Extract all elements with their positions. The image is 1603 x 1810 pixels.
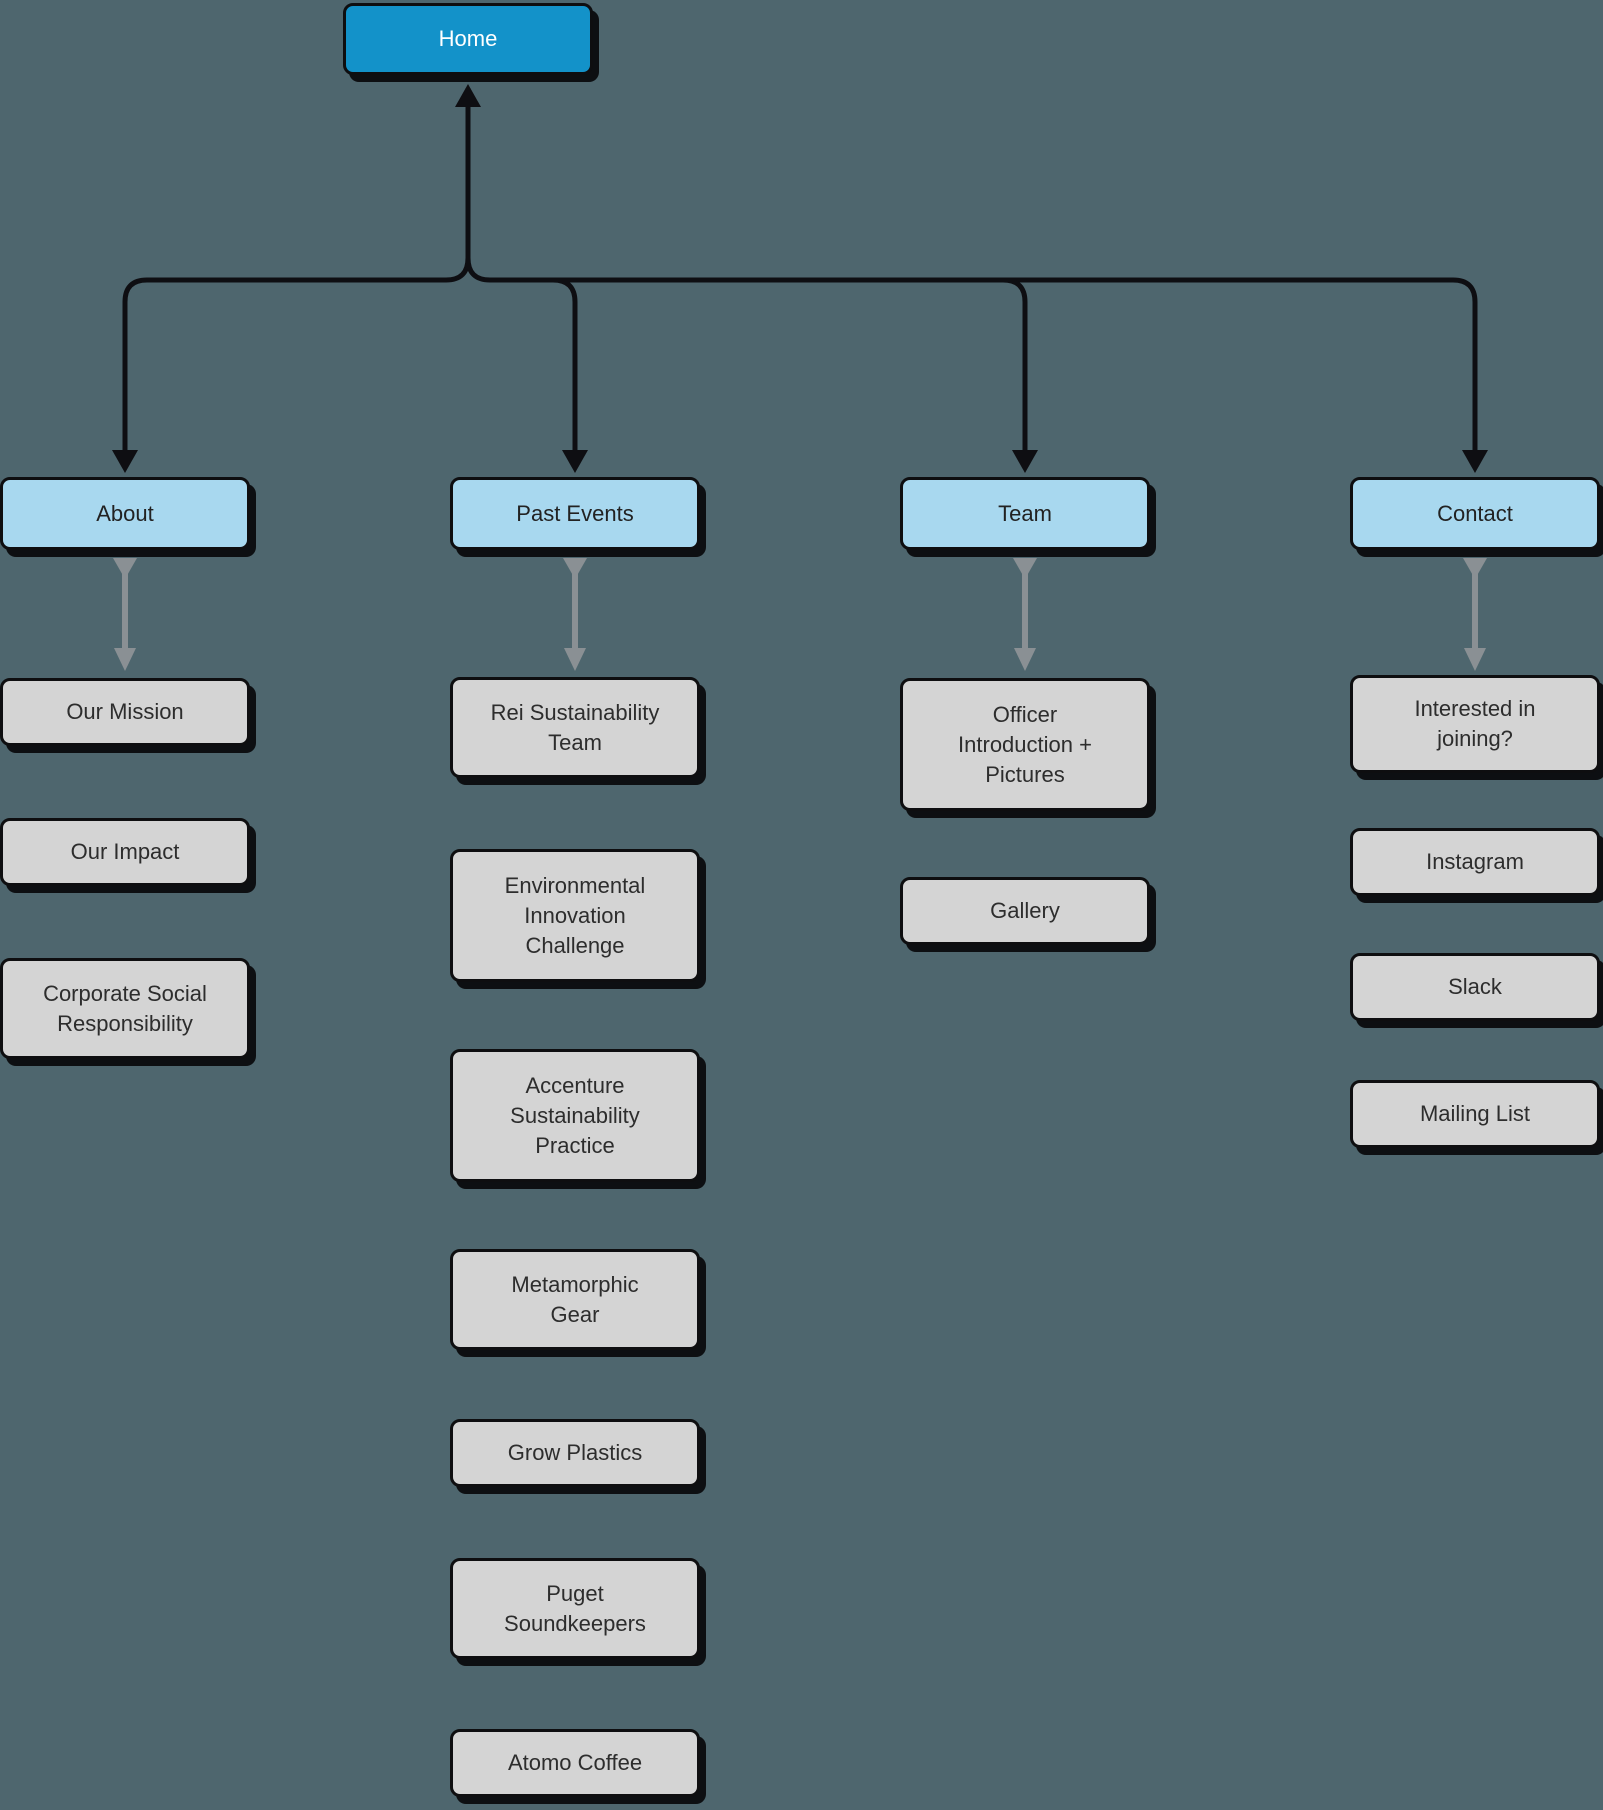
node-rei-sustainability-team[interactable]: Rei Sustainability Team: [450, 677, 700, 778]
arrowhead-down-past-events: [562, 450, 588, 473]
node-corporate-social-responsibility-label: Corporate Social Responsibility: [43, 980, 207, 1036]
funnel-contact: [1463, 558, 1487, 579]
node-contact[interactable]: Contact: [1350, 477, 1600, 550]
node-our-impact[interactable]: Our Impact: [0, 818, 250, 886]
node-team-label: Team: [998, 500, 1052, 526]
node-atomo-coffee[interactable]: Atomo Coffee: [450, 1729, 700, 1797]
node-home[interactable]: Home: [343, 3, 593, 75]
arrowhead-team-child: [1014, 648, 1036, 671]
node-slack-label: Slack: [1448, 974, 1502, 999]
node-our-mission-label: Our Mission: [66, 699, 184, 724]
node-grow-plastics[interactable]: Grow Plastics: [450, 1419, 700, 1487]
node-accenture-sustainability-practice[interactable]: Accenture Sustainability Practice: [450, 1049, 700, 1182]
funnel-team: [1013, 558, 1037, 579]
connector-branch-about: [122, 257, 471, 452]
arrowhead-past-events-child: [564, 648, 586, 671]
node-contact-label: Contact: [1437, 500, 1513, 526]
node-our-mission[interactable]: Our Mission: [0, 678, 250, 746]
node-mailing-list[interactable]: Mailing List: [1350, 1080, 1600, 1148]
arrowhead-about-child: [114, 648, 136, 671]
node-past-events[interactable]: Past Events: [450, 477, 700, 550]
node-officer-introduction-pictures-label: Officer Introduction + Pictures: [958, 701, 1092, 787]
node-instagram[interactable]: Instagram: [1350, 828, 1600, 896]
node-gallery-label: Gallery: [990, 898, 1060, 923]
node-interested-in-joining-label: Interested in joining?: [1414, 696, 1536, 751]
node-environmental-innovation-challenge-label: Environmental Innovation Challenge: [504, 872, 646, 958]
node-officer-introduction-pictures[interactable]: Officer Introduction + Pictures: [900, 678, 1150, 811]
funnel-about: [113, 558, 137, 579]
node-mailing-list-label: Mailing List: [1419, 1101, 1531, 1126]
node-team[interactable]: Team: [900, 477, 1150, 550]
node-about[interactable]: About: [0, 477, 250, 550]
connector-rail-to-contact: [490, 277, 1478, 452]
arrowhead-down-about: [112, 450, 138, 473]
node-past-events-label: Past Events: [516, 500, 634, 526]
node-puget-soundkeepers[interactable]: Puget Soundkeepers: [450, 1558, 700, 1659]
node-puget-soundkeepers-label: Puget Soundkeepers: [504, 1580, 646, 1636]
node-metamorphic-gear[interactable]: Metamorphic Gear: [450, 1249, 700, 1350]
node-corporate-social-responsibility[interactable]: Corporate Social Responsibility: [0, 958, 250, 1059]
node-gallery[interactable]: Gallery: [900, 877, 1150, 945]
funnel-past-events: [563, 558, 587, 579]
node-atomo-coffee-label: Atomo Coffee: [507, 1750, 643, 1775]
node-interested-in-joining[interactable]: Interested in joining?: [1350, 675, 1600, 773]
node-grow-plastics-label: Grow Plastics: [507, 1440, 643, 1465]
arrowhead-down-contact: [1462, 450, 1488, 473]
arrowhead-contact-child: [1464, 648, 1486, 671]
node-about-label: About: [96, 500, 154, 526]
node-accenture-sustainability-practice-label: Accenture Sustainability Practice: [510, 1072, 640, 1158]
arrowhead-down-team: [1012, 450, 1038, 473]
node-environmental-innovation-challenge[interactable]: Environmental Innovation Challenge: [450, 849, 700, 982]
node-our-impact-label: Our Impact: [70, 839, 180, 864]
node-home-label: Home: [438, 26, 498, 51]
node-metamorphic-gear-label: Metamorphic Gear: [511, 1271, 639, 1327]
arrowhead-up-home: [455, 84, 481, 107]
child-connectors: [113, 558, 1487, 671]
connector-branch-past-events: [465, 257, 578, 452]
node-slack[interactable]: Slack: [1350, 953, 1600, 1021]
tree-connectors: [112, 84, 1488, 473]
connector-branch-team: [1002, 277, 1028, 452]
node-rei-sustainability-team-label: Rei Sustainability Team: [490, 699, 660, 755]
node-instagram-label: Instagram: [1426, 849, 1524, 874]
